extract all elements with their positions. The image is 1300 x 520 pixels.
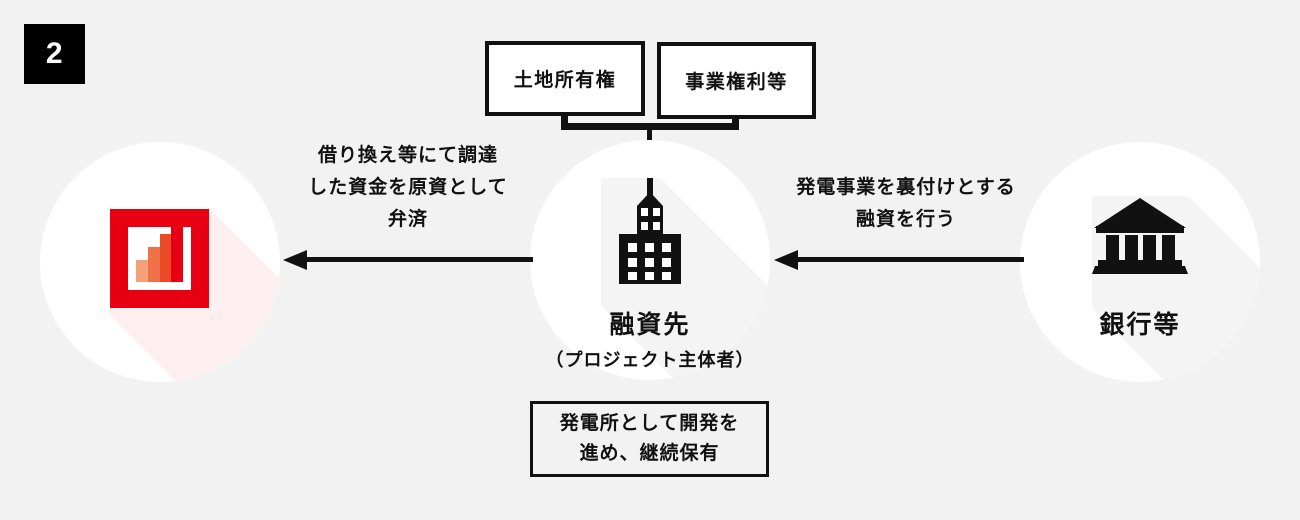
attribute-label: 事業権利等 xyxy=(685,72,788,93)
node-sublabel-borrower: （プロジェクト主体者） xyxy=(545,350,755,370)
attribute-label: 土地所有権 xyxy=(513,70,617,91)
node-label-borrower: 融資先 xyxy=(609,311,691,339)
attribute-box-land-ownership: 土地所有権 xyxy=(485,41,645,116)
bracket-drop-line xyxy=(647,128,652,144)
flow-caption-line: 弁済 xyxy=(387,209,428,230)
flow-caption-line: 発電事業を裏付けとする xyxy=(796,177,1016,198)
flow-arrow-loan xyxy=(774,250,1024,270)
bank-building-glyph xyxy=(1092,198,1188,274)
flow-arrow-repayment xyxy=(283,250,533,270)
flow-caption-line: 融資を行う xyxy=(855,209,956,230)
office-building-icon xyxy=(601,178,699,284)
bracket-stub-left xyxy=(561,113,568,125)
growth-chart-plate xyxy=(128,223,191,290)
growth-chart-bar-2 xyxy=(147,247,160,282)
flow-caption-line: 借り換え等にて調達 xyxy=(317,145,498,166)
step-number-badge: 2 xyxy=(24,24,85,84)
growth-chart-bar-1 xyxy=(136,260,148,282)
attribute-box-business-rights: 事業権利等 xyxy=(657,42,816,119)
growth-chart-bar-3 xyxy=(159,234,172,282)
note-line: 発電所として開発を xyxy=(559,413,740,434)
flow-caption-repayment: 借り換え等にて調達 した資金を原資として 弁済 xyxy=(272,140,544,236)
bracket-stub-right xyxy=(732,115,739,127)
note-box-development: 発電所として開発を 進め、継続保有 xyxy=(530,401,769,477)
note-line: 進め、継続保有 xyxy=(579,443,720,464)
bank-building-icon xyxy=(1092,196,1188,274)
office-building-glyph xyxy=(619,178,681,284)
growth-chart-icon xyxy=(110,209,209,308)
node-label-bank: 銀行等 xyxy=(1099,311,1181,339)
bracket-horizontal-line xyxy=(561,123,739,130)
flow-caption-loan: 発電事業を裏付けとする 融資を行う xyxy=(760,172,1052,236)
step-number-text: 2 xyxy=(45,37,64,70)
flow-caption-line: した資金を原資として xyxy=(308,177,508,198)
growth-chart-bar-4 xyxy=(171,223,183,282)
